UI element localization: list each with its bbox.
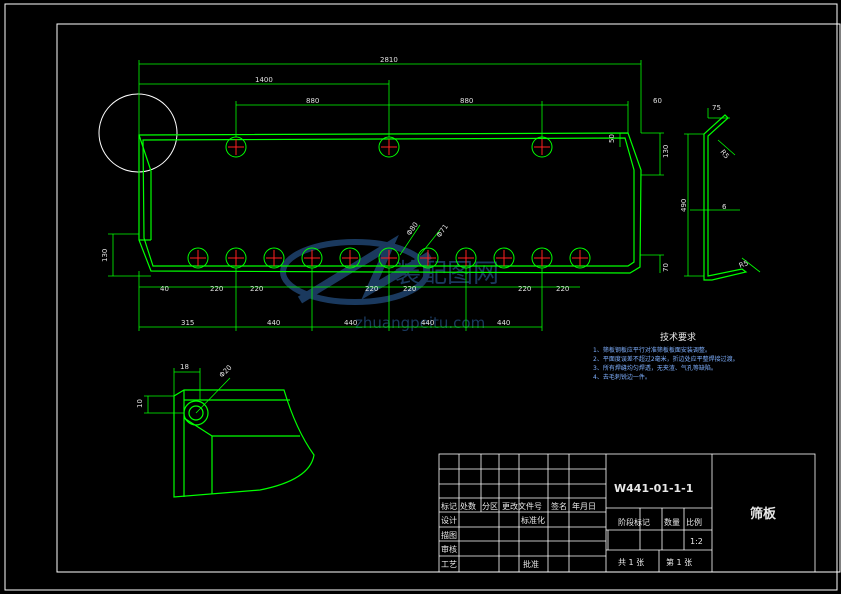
dim-18: 18 [180, 363, 189, 371]
h-docno: 更改文件号 [502, 501, 542, 511]
dim-r-bottom: R5 [738, 259, 750, 270]
h-zone: 分区 [482, 502, 498, 511]
detail-dims: 18 10 Φ20 [136, 363, 234, 408]
watermark-url: zhuangpeitu.com [355, 314, 485, 332]
dim-phi71: Φ71 [435, 223, 450, 239]
standard-label: 标准化 [521, 515, 545, 525]
hole-centerlines [190, 139, 588, 266]
reference-circle [98, 93, 178, 173]
h-date: 年月日 [572, 501, 596, 511]
detail-view [173, 389, 315, 498]
detail-dim-lines [144, 368, 231, 414]
stage-label: 阶段标记 [618, 517, 650, 527]
sheet-number: 第 1 张 [666, 557, 692, 567]
tech-title: 技术要求 [660, 331, 696, 343]
drawing-label: 描图 [441, 530, 457, 540]
tech-item-3: 3、所有焊缝均匀焊透，无夹渣、气孔等缺陷。 [593, 364, 717, 372]
h-mark: 标记 [441, 501, 457, 511]
title-block-text: W441-01-1-1 筛板 标记 处数 分区 更改文件号 签名 年月日 设计 … [441, 482, 777, 569]
dim-440-b: 440 [344, 319, 357, 327]
dim-440-d: 440 [497, 319, 510, 327]
tech-item-4: 4、去毛刺锐边一件。 [593, 373, 651, 381]
dim-220-e: 220 [518, 285, 531, 293]
dim-880-a: 880 [306, 97, 319, 105]
side-view [684, 108, 761, 281]
process-label: 工艺 [441, 560, 457, 569]
tech-requirements: 技术要求 1、筛板钢板应平行对准筛板板面安装调整。 2、平面度误差不超过2毫米，… [593, 331, 739, 381]
scale-label: 比例 [686, 517, 702, 527]
dim-220-b: 220 [250, 285, 263, 293]
dimension-lines [108, 60, 664, 331]
dimension-texts: 2810 1400 880 880 60 50 130 130 70 40 22… [101, 56, 670, 327]
check-label: 审核 [441, 544, 457, 554]
title-block [438, 453, 816, 573]
dim-220-a: 220 [210, 285, 223, 293]
dim-phi-detail: Φ20 [218, 364, 234, 380]
dim-1400: 1400 [255, 76, 273, 84]
tech-item-2: 2、平面度误差不超过2毫米，折边处应平整焊接过渡。 [593, 355, 739, 363]
dim-6: 6 [722, 203, 727, 211]
watermark-text: 装配图网 [395, 259, 499, 289]
side-dims: 75 R5 490 6 R5 [680, 104, 749, 270]
plate-outline [138, 132, 642, 274]
outer-border [4, 3, 838, 591]
dim-50: 50 [608, 134, 616, 143]
approve-label: 批准 [523, 559, 539, 569]
dim-220-c: 220 [365, 285, 378, 293]
dim-315: 315 [181, 319, 194, 327]
tech-item-1: 1、筛板钢板应平行对准筛板板面安装调整。 [593, 346, 711, 354]
dim-130-right: 130 [662, 145, 670, 158]
sheets-total: 共 1 张 [618, 558, 644, 567]
qty-label: 数量 [664, 517, 680, 527]
dim-75: 75 [712, 104, 721, 112]
dim-130-left: 130 [101, 249, 109, 262]
holes-bottom [187, 247, 591, 269]
h-sign: 签名 [551, 501, 567, 511]
part-name: 筛板 [750, 506, 777, 522]
design-label: 设计 [441, 515, 457, 525]
dim-440-c: 440 [421, 319, 434, 327]
dim-490: 490 [680, 199, 688, 212]
dim-60: 60 [653, 97, 662, 105]
dim-220-d: 220 [403, 285, 416, 293]
dim-440-a: 440 [267, 319, 280, 327]
dim-880-b: 880 [460, 97, 473, 105]
scale-value: 1:2 [690, 537, 703, 546]
dim-40: 40 [160, 285, 169, 293]
dim-2810: 2810 [380, 56, 398, 64]
dim-220-f: 220 [556, 285, 569, 293]
drawing-number: W441-01-1-1 [614, 482, 693, 495]
dim-10: 10 [136, 399, 144, 408]
h-count: 处数 [460, 501, 476, 511]
dim-70: 70 [662, 263, 670, 272]
